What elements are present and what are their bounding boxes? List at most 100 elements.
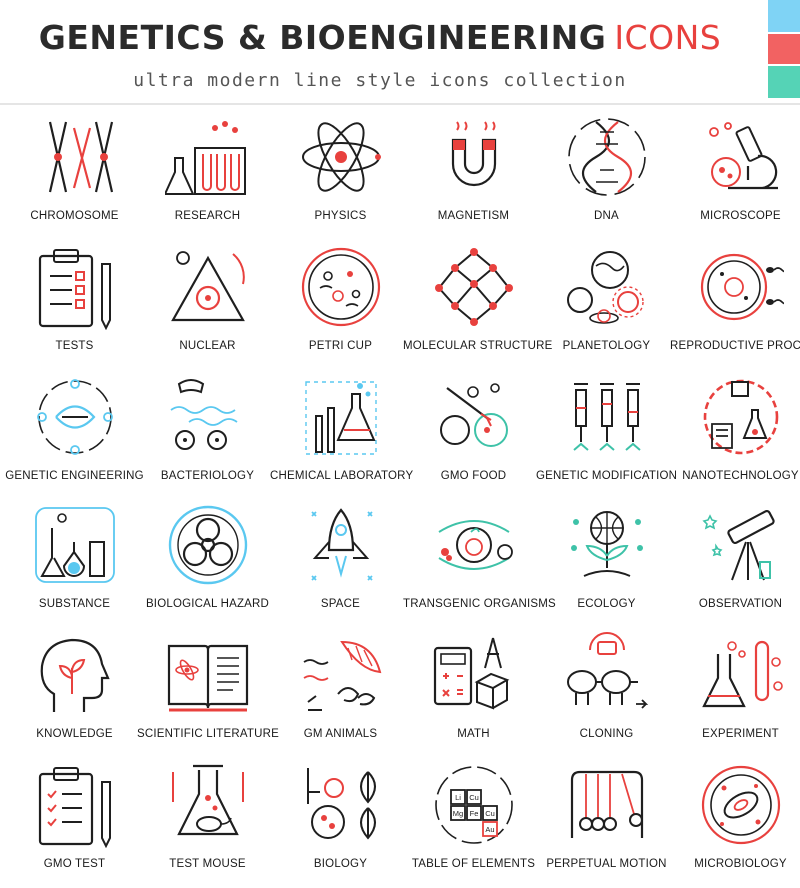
- molecule-icon: [435, 248, 513, 326]
- color-swatch-middle: [768, 34, 800, 64]
- microbe-icon: [701, 765, 781, 845]
- atom-icon: [302, 122, 381, 192]
- icon-label: GM ANIMALS: [303, 728, 378, 740]
- svg-text:Cu: Cu: [469, 793, 479, 802]
- icon-tile-biology: BIOLOGY: [274, 760, 407, 888]
- icon-tile-biological-hazard: BIOLOGICAL HAZARD: [141, 500, 274, 628]
- icon-label: MAGNETISM: [437, 210, 510, 222]
- icon-label: REPRODUCTIVE PROCESS: [670, 340, 800, 352]
- clipboard-check-icon: [38, 767, 111, 848]
- head-icon: [40, 638, 110, 712]
- icon-tile-magnetism: MAGNETISM: [407, 112, 540, 240]
- icon-tile-nanotechnology: NANOTECHNOLOGY: [674, 372, 800, 500]
- icon-label: TABLE OF ELEMENTS: [411, 858, 536, 870]
- svg-text:Mg: Mg: [453, 809, 463, 818]
- icon-label: PERPETUAL MOTION: [546, 858, 667, 870]
- icon-tile-petri-cup: PETRI CUP: [274, 242, 407, 370]
- icon-tile-dna: DNA: [540, 112, 673, 240]
- icon-tile-research: RESEARCH: [141, 112, 274, 240]
- icon-label: TRANSGENIC ORGANISMS: [403, 598, 556, 610]
- icon-label: TESTS: [55, 340, 94, 352]
- icon-label: SUBSTANCE: [38, 598, 111, 610]
- syringe-icon: [573, 383, 641, 451]
- icon-tile-microscope: MICROSCOPE: [674, 112, 800, 240]
- sheep-icon: [567, 632, 649, 709]
- icon-tile-gmo-food: GMO FOOD: [407, 372, 540, 500]
- icon-label: GMO FOOD: [440, 470, 507, 482]
- icon-label: MICROBIOLOGY: [694, 858, 787, 870]
- magnet-icon: [451, 121, 497, 187]
- icon-label: ECOLOGY: [577, 598, 636, 610]
- icon-label: KNOWLEDGE: [36, 728, 113, 740]
- cell-sperm-icon: [700, 253, 784, 321]
- rocket-icon: [311, 508, 373, 581]
- gene-circle-icon: [37, 379, 113, 455]
- gmo-food-icon: [440, 383, 508, 447]
- icon-tile-tests: TESTS: [8, 242, 141, 370]
- nuclear-icon: [171, 251, 245, 322]
- nano-gear-icon: [703, 379, 779, 455]
- svg-text:Au: Au: [485, 825, 494, 834]
- icon-tile-nuclear: NUCLEAR: [141, 242, 274, 370]
- lab-icon: [305, 381, 377, 455]
- icon-tile-math: MATH: [407, 630, 540, 758]
- icon-tile-scientific-literature: SCIENTIFIC LITERATURE: [137, 630, 279, 758]
- icon-label: NUCLEAR: [179, 340, 236, 352]
- transgenic-icon: [438, 520, 513, 570]
- icon-label: BIOLOGY: [313, 858, 368, 870]
- icon-label: MICROSCOPE: [700, 210, 781, 222]
- icon-label: PHYSICS: [314, 210, 367, 222]
- icon-tile-cloning: CLONING: [540, 630, 673, 758]
- page-subtitle: ultra modern line style icons collection: [133, 70, 627, 91]
- icon-label: PLANETOLOGY: [562, 340, 651, 352]
- petri-dish-icon: [301, 247, 381, 327]
- icon-tile-test-mouse: TEST MOUSE: [141, 760, 274, 888]
- icon-label: GENETIC ENGINEERING: [5, 470, 144, 482]
- icon-label: BACTERIOLOGY: [160, 470, 255, 482]
- ecology-icon: [571, 511, 643, 577]
- header-divider: [0, 103, 800, 105]
- icon-label: RESEARCH: [174, 210, 241, 222]
- flask-icon: [35, 507, 115, 583]
- title-accent: ICONS: [614, 18, 722, 57]
- telescope-icon: [702, 509, 775, 581]
- icon-label: GENETIC MODIFICATION: [536, 470, 678, 482]
- icon-label: PETRI CUP: [308, 340, 373, 352]
- mouse-flask-icon: [172, 764, 244, 836]
- biohazard-icon: [168, 505, 248, 585]
- icon-tile-planetology: PLANETOLOGY: [540, 242, 673, 370]
- icon-label: DNA: [594, 210, 619, 222]
- icon-label: MOLECULAR STRUCTURE: [403, 340, 553, 352]
- book-icon: [167, 644, 249, 712]
- calculator-icon: [433, 637, 510, 710]
- icon-tile-chromosome: CHROMOSOME: [8, 112, 141, 240]
- icon-label: NANOTECHNOLOGY: [682, 470, 799, 482]
- icon-tile-substance: SUBSTANCE: [8, 500, 141, 628]
- icon-tile-chemical-laboratory: CHEMICAL LABORATORY: [270, 372, 413, 500]
- icon-tile-gm-animals: GM ANIMALS: [274, 630, 407, 758]
- dna-icon: [568, 118, 646, 196]
- svg-text:Li: Li: [455, 793, 461, 802]
- svg-text:Fe: Fe: [470, 809, 479, 818]
- icon-label: BIOLOGICAL HAZARD: [145, 598, 270, 610]
- icon-tile-genetic-engineering: GENETIC ENGINEERING: [5, 372, 144, 500]
- bacteria-icon: [170, 379, 238, 450]
- svg-text:Cu: Cu: [485, 809, 495, 818]
- icon-label: MATH: [457, 728, 490, 740]
- icon-tile-gmo-test: GMO TEST: [8, 760, 141, 888]
- clipboard-icon: [38, 249, 111, 330]
- research-icon: [165, 121, 246, 195]
- planet-icon: [567, 251, 644, 324]
- icon-tile-observation: OBSERVATION: [674, 500, 800, 628]
- icon-label: OBSERVATION: [698, 598, 783, 610]
- icon-tile-perpetual-motion: PERPETUAL MOTION: [540, 760, 673, 888]
- beaker-icon: [702, 640, 783, 708]
- icon-tile-reproductive-process: REPRODUCTIVE PROCESS: [670, 242, 800, 370]
- icon-tile-knowledge: KNOWLEDGE: [8, 630, 141, 758]
- icon-tile-physics: PHYSICS: [274, 112, 407, 240]
- icon-label: EXPERIMENT: [702, 728, 779, 740]
- icon-tile-bacteriology: BACTERIOLOGY: [141, 372, 274, 500]
